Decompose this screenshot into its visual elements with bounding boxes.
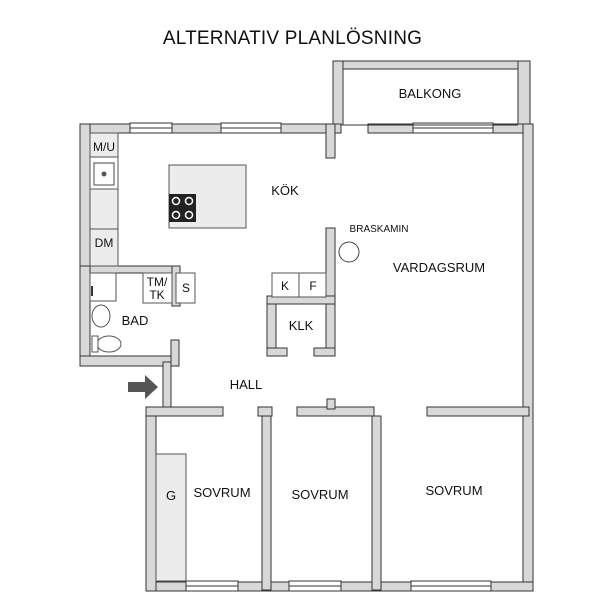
label-k: K <box>281 279 289 293</box>
tmtk-box <box>142 272 173 304</box>
label-braskamin: BRASKAMIN <box>350 224 409 235</box>
plan-title: ALTERNATIV PLANLÖSNING <box>162 28 423 49</box>
closet-wall-bottom-left <box>266 347 288 357</box>
wardrobe-g <box>155 453 187 582</box>
sink-icon <box>93 162 115 186</box>
burner-icons <box>171 196 194 220</box>
fireplace-icon <box>338 241 360 263</box>
left-wall-bath <box>79 265 91 367</box>
closet-wall-left <box>266 298 277 357</box>
right-wall <box>522 123 534 591</box>
s-box <box>175 272 196 304</box>
label-kok: KÖK <box>271 183 299 198</box>
hall-wall-1 <box>145 406 224 417</box>
label-tmtk-line2: TK <box>149 288 164 302</box>
toilet-tank <box>91 335 99 353</box>
bath-counter <box>89 272 117 302</box>
hall-stub <box>326 398 336 410</box>
kitchen-wall-stub <box>325 123 336 159</box>
label-mu: M/U <box>93 140 115 154</box>
closet-f <box>298 272 327 298</box>
label-sovrum-3: SOVRUM <box>425 483 482 498</box>
top-wall-left <box>79 123 342 134</box>
label-dm: DM <box>95 236 114 250</box>
label-balkong: BALKONG <box>399 86 462 101</box>
left-wall-kitchen <box>79 123 91 267</box>
hall-wall-2 <box>257 406 273 417</box>
left-wall-bedroom <box>145 406 157 592</box>
bedroom-divider-2 <box>371 415 382 591</box>
toilet-icon <box>96 335 122 353</box>
label-sovrum-2: SOVRUM <box>291 487 348 502</box>
label-tmtk-line1: TM/ <box>147 275 168 289</box>
balcony-wall-right <box>517 60 531 132</box>
entrance-wall <box>162 361 172 408</box>
closet-wall-bottom-right <box>313 347 336 357</box>
label-sovrum-1: SOVRUM <box>193 485 250 500</box>
closet-k <box>271 272 300 298</box>
label-s: S <box>182 281 190 295</box>
label-g: G <box>166 488 176 503</box>
windows <box>129 122 494 592</box>
entrance-arrow-icon <box>128 375 158 399</box>
label-hall: HALL <box>230 377 263 392</box>
bedroom-divider-1 <box>261 415 272 591</box>
label-vardagsrum: VARDAGSRUM <box>393 260 485 275</box>
bath-right-wall <box>170 339 180 367</box>
center-partition <box>325 227 336 357</box>
balcony-wall-left <box>332 60 344 126</box>
washbasin-icon <box>91 304 111 328</box>
hall-wall-4 <box>426 406 530 417</box>
balcony-wall-top <box>332 60 531 70</box>
label-klk: KLK <box>289 318 314 333</box>
bath-top-wall <box>89 265 181 274</box>
label-f: F <box>309 279 316 293</box>
kitchen-counter <box>89 132 119 267</box>
label-bad: BAD <box>122 313 149 328</box>
